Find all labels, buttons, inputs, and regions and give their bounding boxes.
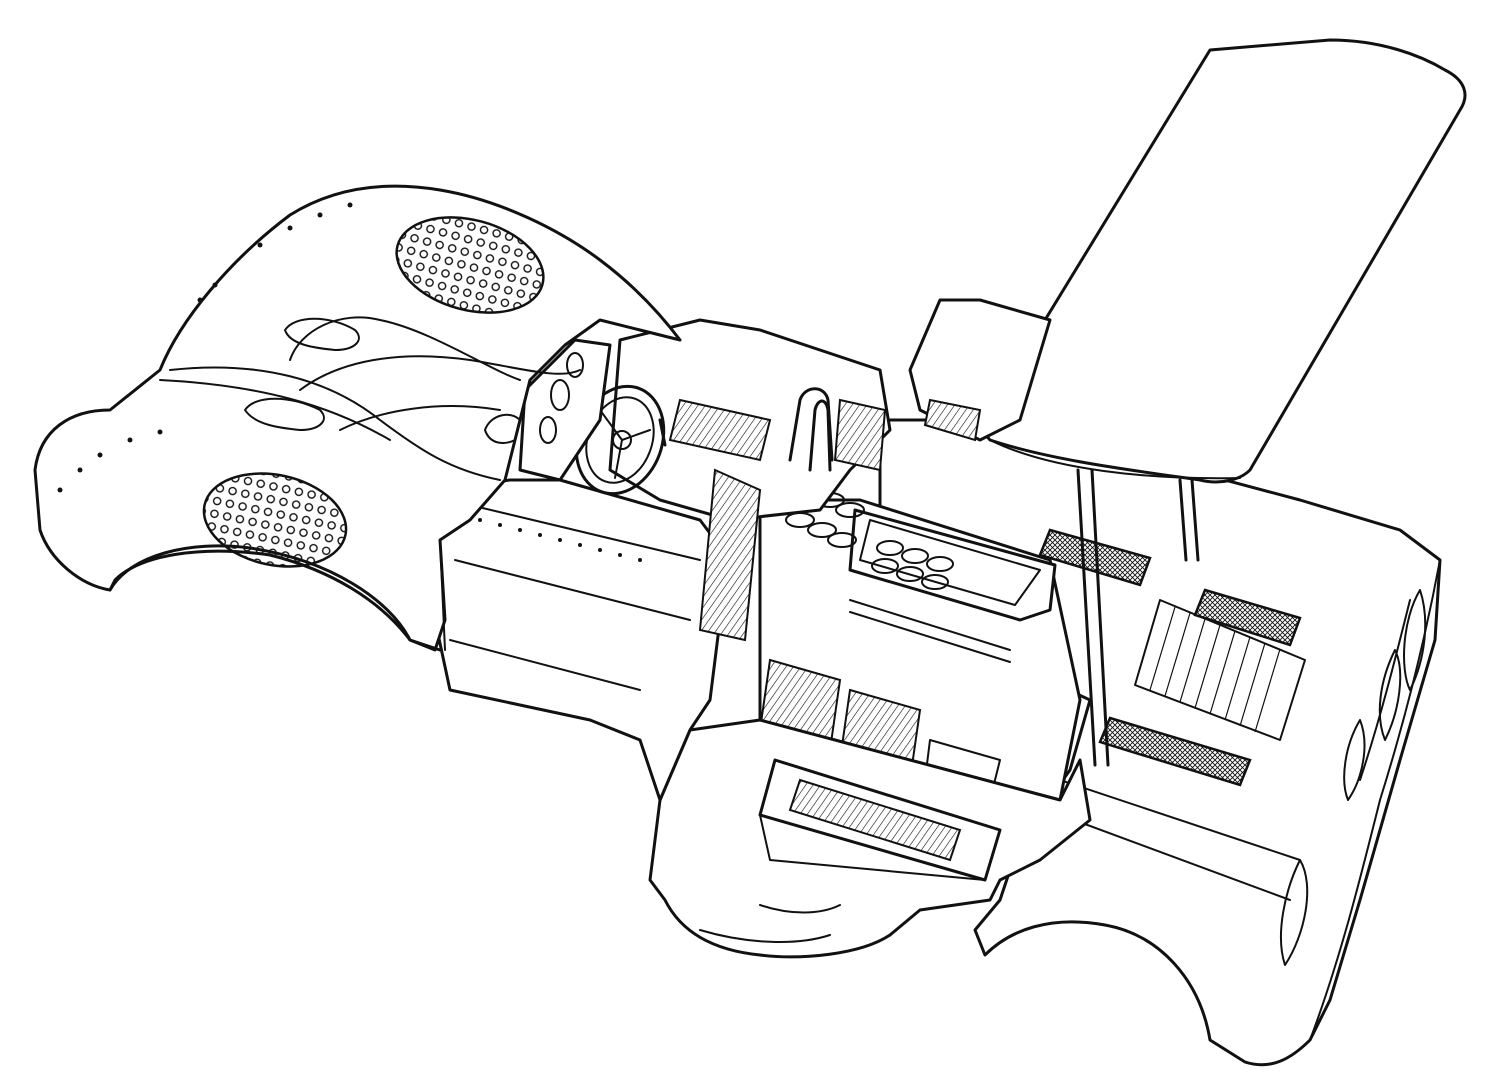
rear-wing [908,38,1467,767]
velocity-stacks [785,482,954,590]
radiator-nose [648,718,1092,959]
cockpit-tub [433,318,892,802]
front-bodywork [33,184,682,652]
